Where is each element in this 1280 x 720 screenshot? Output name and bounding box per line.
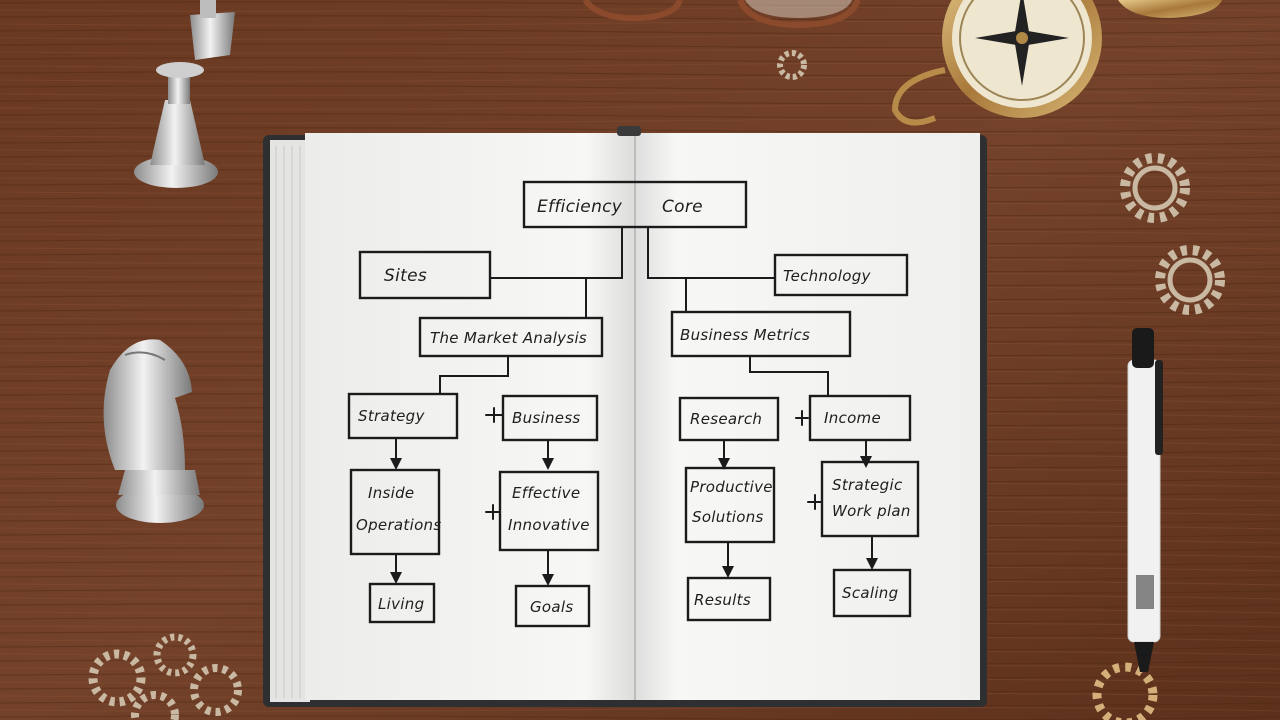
node-right-c2 <box>832 568 912 618</box>
reading-glasses <box>582 0 1222 29</box>
flowchart: Efficiency Core Sites The Market Analysi… <box>347 180 920 628</box>
node-right-top <box>773 253 909 297</box>
node-right-a1 <box>678 396 780 442</box>
node-right-b2 <box>820 460 920 538</box>
node-left-level2-text: The Market Analysis <box>430 329 587 347</box>
compass <box>891 0 1102 126</box>
node-right-a1-text: Research <box>690 410 762 428</box>
chess-king-piece <box>134 0 235 188</box>
node-left-b2-text1: Effective <box>512 484 580 502</box>
node-right-b2-text1: Strategic <box>832 476 903 494</box>
node-right-b1 <box>684 466 776 544</box>
node-right-c2-text: Scaling <box>842 584 898 602</box>
node-right-b1-text2: Solutions <box>692 508 764 526</box>
title-left-text: Efficiency <box>537 197 623 217</box>
node-left-c1 <box>368 582 436 624</box>
title-box <box>522 180 748 229</box>
node-right-c1 <box>686 576 772 622</box>
node-left-b2-text2: Innovative <box>508 516 590 534</box>
node-sites <box>358 250 492 300</box>
node-left-b1-text2: Operations <box>356 516 441 534</box>
node-left-b1-text1: Inside <box>368 484 414 502</box>
node-right-c1-text: Results <box>694 591 751 609</box>
node-right-a2 <box>808 394 912 442</box>
node-left-level2 <box>418 316 604 358</box>
node-left-a1 <box>347 392 459 440</box>
node-left-a2 <box>501 394 599 442</box>
right-page <box>635 133 980 700</box>
left-page <box>305 133 635 700</box>
node-right-level2 <box>670 310 852 358</box>
node-left-c1-text: Living <box>378 595 424 613</box>
node-right-b1-text1: Productive <box>690 478 773 496</box>
node-right-b2-text2: Work plan <box>832 502 911 520</box>
title-right-text: Core <box>662 197 703 217</box>
node-right-top-text: Technology <box>783 267 872 285</box>
chess-knight-piece <box>103 339 204 523</box>
node-left-b1 <box>349 468 441 556</box>
node-left-a1-text: Strategy <box>358 407 425 425</box>
node-right-level2-text: Business Metrics <box>680 326 810 344</box>
gears <box>88 50 1225 720</box>
node-right-a2-text: Income <box>824 409 881 427</box>
node-sites-text: Sites <box>384 266 427 286</box>
node-left-c2-text: Goals <box>530 598 573 616</box>
node-left-c2 <box>514 584 591 628</box>
node-left-a2-text: Business <box>512 409 581 427</box>
node-left-b2 <box>498 470 600 552</box>
pen <box>1127 328 1163 672</box>
